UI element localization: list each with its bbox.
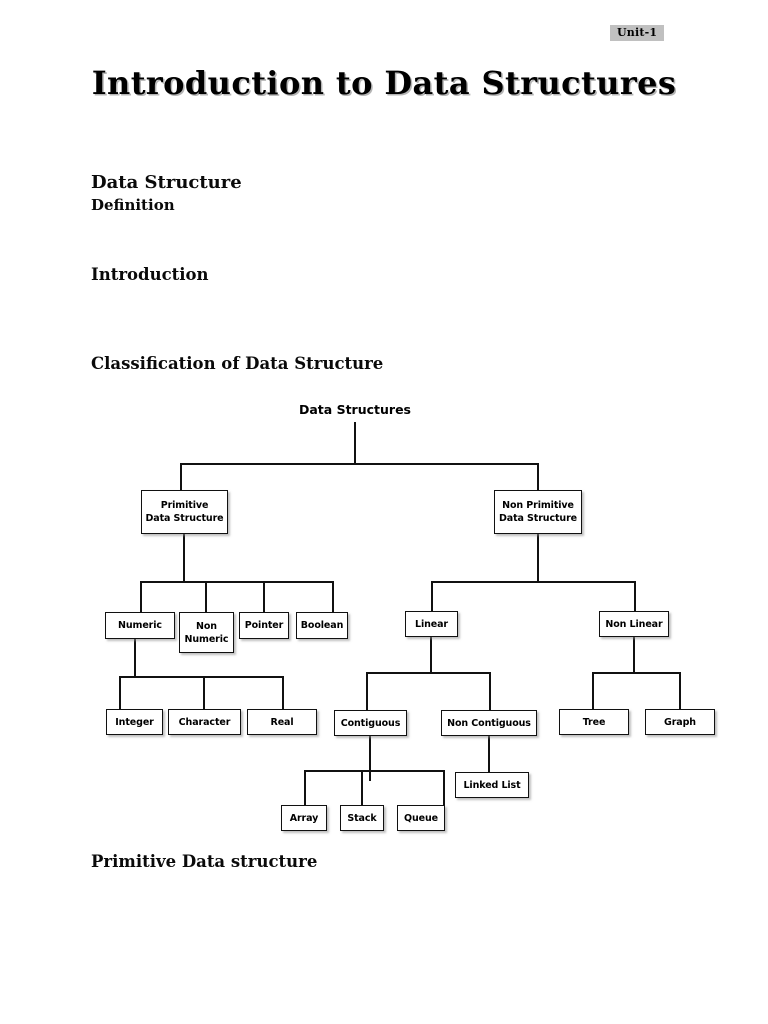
connector-to-queue <box>443 770 445 805</box>
node-line-2: Numeric <box>184 633 229 645</box>
connector-linear-stem <box>430 637 432 673</box>
connector-contiguous-children-bus <box>304 770 445 772</box>
connector-to-contiguous <box>366 672 368 710</box>
diagram-node-boolean: Boolean <box>296 612 348 639</box>
node-line-1: Non <box>196 620 217 632</box>
connector-to-pointer <box>263 581 265 613</box>
node-label: Non Linear <box>605 618 663 630</box>
diagram-node-tree: Tree <box>559 709 629 735</box>
diagram-node-non-primitive-data-structure: Non Primitive Data Structure <box>494 490 582 534</box>
heading-definition: Definition <box>91 196 175 214</box>
connector-to-character <box>203 676 205 709</box>
node-label: Stack <box>347 812 377 824</box>
connector-to-primitive <box>180 463 182 490</box>
node-label: Queue <box>404 812 438 824</box>
node-label: Numeric <box>118 620 162 631</box>
heading-classification-of-data-structure: Classification of Data Structure <box>91 354 384 373</box>
diagram-node-non-numeric: Non Numeric <box>179 612 234 653</box>
connector-to-non-linear <box>634 581 636 612</box>
page-title: Introduction to Data Structures <box>91 64 677 102</box>
heading-primitive-data-structure: Primitive Data structure <box>91 852 318 871</box>
connector-to-integer <box>119 676 121 709</box>
heading-introduction: Introduction <box>91 265 209 284</box>
node-label: Boolean <box>300 620 344 631</box>
node-label: Graph <box>664 716 696 728</box>
node-label: Non Contiguous <box>447 717 531 729</box>
diagram-node-numeric: Numeric <box>105 612 175 639</box>
connector-non-linear-children-bus <box>592 672 681 674</box>
connector-primitive-stem <box>183 534 185 582</box>
connector-to-numeric <box>140 581 142 613</box>
node-label: Integer <box>115 716 154 728</box>
node-label: Array <box>289 812 319 824</box>
connector-to-non-contiguous <box>489 672 491 710</box>
unit-badge: Unit-1 <box>610 25 665 41</box>
diagram-node-graph: Graph <box>645 709 715 735</box>
classification-tree-diagram: Data Structures Primitive Data Structure… <box>0 390 768 840</box>
diagram-node-linked-list: Linked List <box>455 772 529 798</box>
connector-to-graph <box>679 672 681 709</box>
node-label: Real <box>270 716 294 728</box>
connector-non-primitive-children-bus <box>431 581 636 583</box>
connector-linear-children-bus <box>366 672 491 674</box>
node-line-2: Data Structure <box>498 513 578 524</box>
node-line-1: Non Primitive <box>502 500 574 511</box>
diagram-node-pointer: Pointer <box>239 612 289 639</box>
node-label: Tree <box>582 716 606 728</box>
connector-to-non-primitive <box>537 463 539 490</box>
diagram-node-array: Array <box>281 805 327 831</box>
node-label: Character <box>178 716 231 728</box>
connector-non-primitive-stem <box>537 534 539 582</box>
node-label: Linear <box>414 618 448 630</box>
connector-primitive-children-bus <box>140 581 334 583</box>
connector-numeric-children-bus <box>119 676 284 678</box>
diagram-node-data-structures: Data Structures <box>299 402 411 417</box>
node-label: Pointer <box>244 620 284 631</box>
connector-to-tree <box>592 672 594 709</box>
diagram-node-real: Real <box>247 709 317 735</box>
node-line-2: Data Structure <box>145 513 224 524</box>
connector-to-boolean <box>332 581 334 613</box>
diagram-node-stack: Stack <box>340 805 384 831</box>
connector-numeric-stem <box>134 639 136 677</box>
heading-data-structure: Data Structure <box>91 172 242 193</box>
node-line-1: Primitive <box>160 500 209 511</box>
node-label: Contiguous <box>340 717 401 729</box>
diagram-node-queue: Queue <box>397 805 445 831</box>
connector-to-array <box>304 770 306 805</box>
connector-to-stack <box>361 770 363 805</box>
connector-root-stem <box>354 422 356 464</box>
connector-to-linear <box>431 581 433 612</box>
connector-to-real <box>282 676 284 709</box>
diagram-node-linear: Linear <box>405 611 458 637</box>
diagram-node-character: Character <box>168 709 241 735</box>
diagram-node-integer: Integer <box>106 709 163 735</box>
connector-to-linked-list <box>488 736 490 773</box>
connector-level1-bus <box>180 463 539 465</box>
diagram-node-contiguous: Contiguous <box>334 710 407 736</box>
diagram-node-primitive-data-structure: Primitive Data Structure <box>141 490 228 534</box>
diagram-node-non-linear: Non Linear <box>599 611 669 637</box>
connector-to-non-numeric <box>205 581 207 613</box>
connector-non-linear-stem <box>633 637 635 673</box>
diagram-node-non-contiguous: Non Contiguous <box>441 710 537 736</box>
node-label: Linked List <box>463 779 521 791</box>
connector-contiguous-stem <box>369 736 371 781</box>
